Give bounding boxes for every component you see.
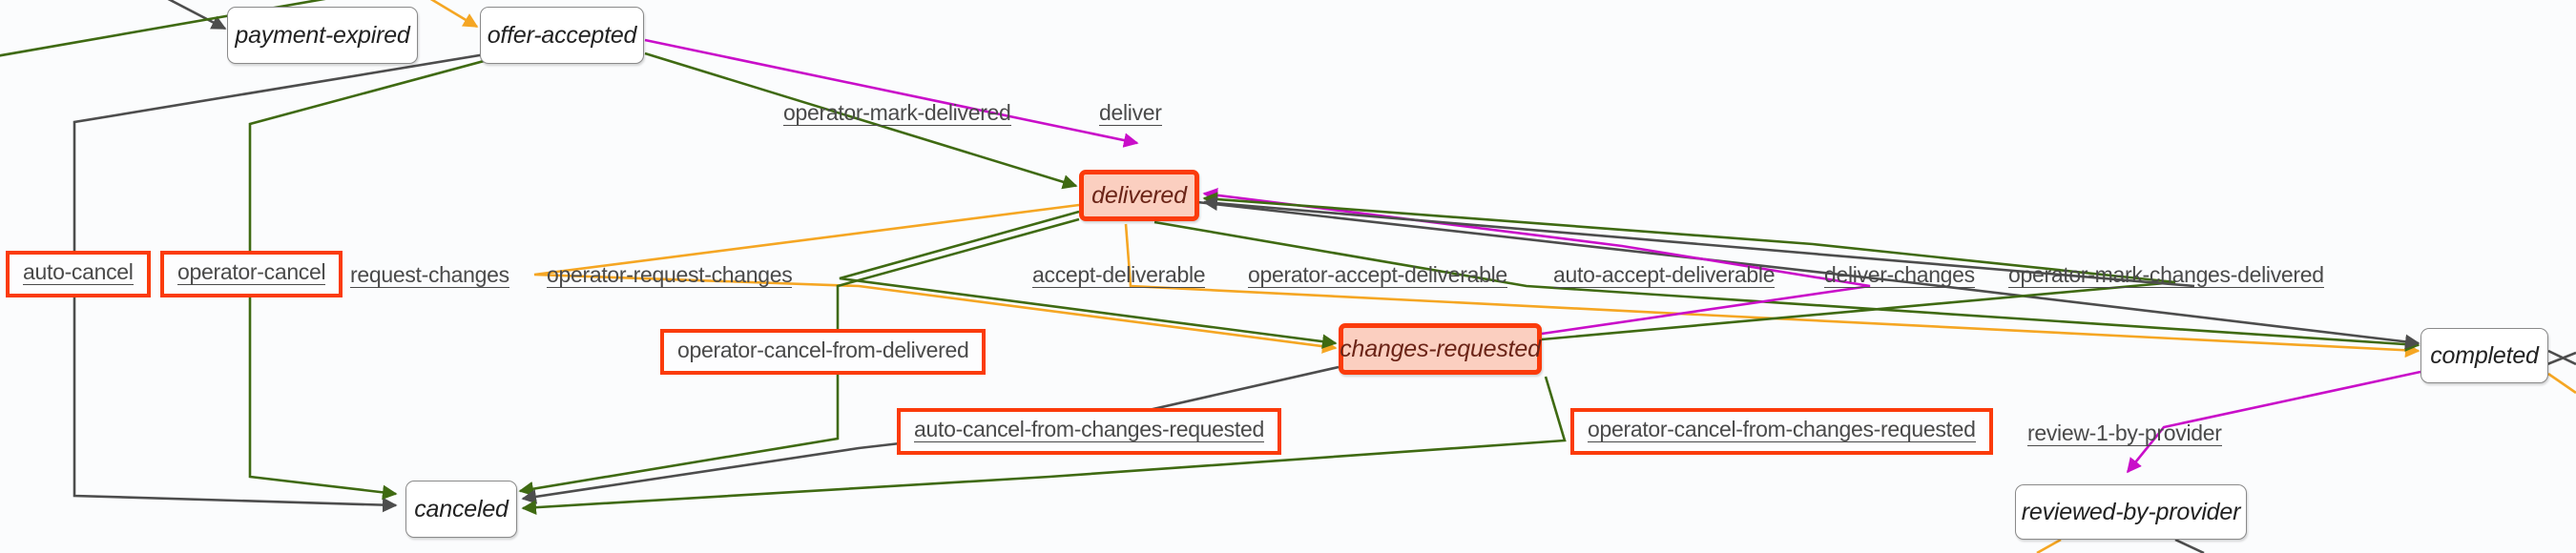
- edge-to-payment-expired: [167, 0, 227, 31]
- edge-label-deliver[interactable]: deliver: [1099, 102, 1162, 126]
- edge-label-operator-mark-delivered[interactable]: operator-mark-delivered: [783, 102, 1011, 126]
- edge-label-text: operator-mark-delivered: [783, 100, 1011, 126]
- edge-label-text: operator-cancel: [177, 259, 326, 285]
- edge-reviewed-out-gray: [2174, 538, 2205, 553]
- node-reviewed-by-provider[interactable]: reviewed-by-provider: [2015, 484, 2247, 540]
- edge-label-text: operator-accept-deliverable: [1248, 262, 1507, 288]
- edge-label-text: operator-cancel-from-delivered: [677, 338, 969, 362]
- edge-label-operator-cancel-from-changes-requested[interactable]: operator-cancel-from-changes-requested: [1570, 408, 1993, 455]
- node-label: completed: [2430, 341, 2539, 369]
- node-delivered[interactable]: delivered: [1079, 170, 1199, 221]
- edge-label-text: deliver-changes: [1824, 262, 1975, 288]
- node-label: offer-accepted: [487, 21, 637, 49]
- node-payment-expired[interactable]: payment-expired: [227, 7, 418, 64]
- edge-label-auto-accept-deliverable[interactable]: auto-accept-deliverable: [1553, 264, 1775, 288]
- node-label: changes-requested: [1340, 335, 1541, 362]
- edge-label-auto-cancel-from-changes-requested[interactable]: auto-cancel-from-changes-requested: [897, 408, 1281, 455]
- edge-label-text: deliver: [1099, 100, 1162, 126]
- edge-label-operator-mark-changes-delivered[interactable]: operator-mark-changes-delivered: [2008, 264, 2324, 288]
- node-label: canceled: [414, 495, 509, 522]
- edge-label-accept-deliverable[interactable]: accept-deliverable: [1032, 262, 1206, 288]
- edge-label-operator-cancel-from-delivered[interactable]: operator-cancel-from-delivered: [660, 329, 987, 375]
- node-canceled[interactable]: canceled: [405, 481, 517, 538]
- edge-reviewed-out-orange: [2036, 538, 2062, 553]
- edge-label-operator-request-changes[interactable]: operator-request-changes: [547, 262, 793, 288]
- edge-label-text: auto-cancel-from-changes-requested: [914, 417, 1264, 442]
- edge-label-review-1-by-provider[interactable]: review-1-by-provider: [2027, 422, 2222, 446]
- edge-label-text: operator-request-changes: [547, 262, 793, 288]
- node-offer-accepted[interactable]: offer-accepted: [480, 7, 644, 64]
- edge-label-operator-accept-deliverable[interactable]: operator-accept-deliverable: [1248, 264, 1507, 288]
- edge-completed-out-orange: [2547, 372, 2576, 395]
- edge-label-request-changes[interactable]: request-changes: [350, 264, 509, 288]
- edge-label-text: auto-cancel: [23, 259, 134, 285]
- node-changes-requested[interactable]: changes-requested: [1339, 323, 1542, 375]
- edge-label-deliver-changes[interactable]: deliver-changes: [1824, 264, 1975, 288]
- edge-label-text: request-changes: [350, 262, 509, 288]
- edge-label-auto-cancel[interactable]: auto-cancel: [6, 251, 151, 297]
- node-completed[interactable]: completed: [2420, 328, 2548, 383]
- edge-label-operator-cancel[interactable]: operator-cancel: [160, 251, 343, 297]
- node-label: delivered: [1091, 181, 1187, 209]
- edge-label-text: operator-mark-changes-delivered: [2008, 262, 2324, 288]
- edge-label-text: operator-cancel-from-changes-requested: [1588, 417, 1976, 442]
- edge-offer-accepted-delivered-magenta: [644, 38, 1139, 148]
- node-label: payment-expired: [235, 21, 410, 49]
- edge-label-text: auto-accept-deliverable: [1553, 262, 1776, 288]
- node-label: reviewed-by-provider: [2021, 498, 2241, 525]
- edge-label-text: review-1-by-provider: [2027, 420, 2222, 446]
- edge-label-text: accept-deliverable: [1032, 262, 1206, 288]
- edge-completed-out-gray: [2547, 349, 2576, 366]
